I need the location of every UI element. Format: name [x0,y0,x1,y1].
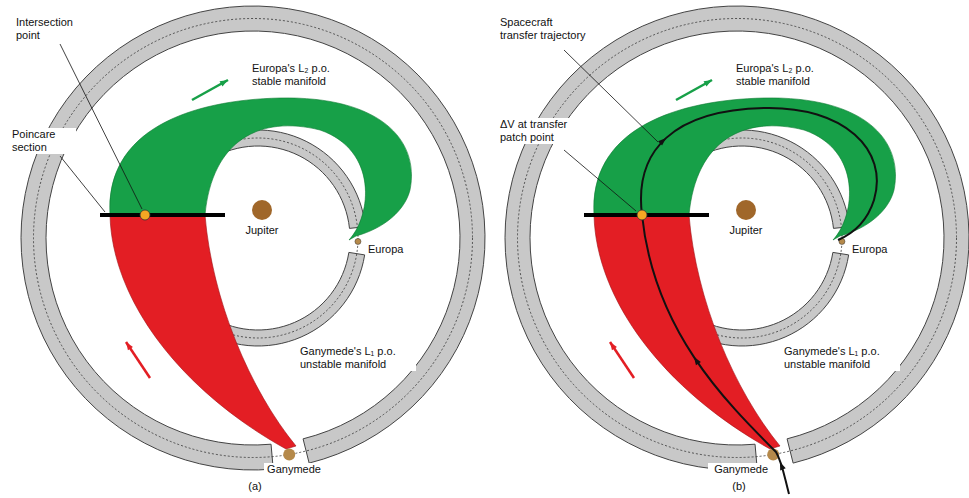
leader-line [60,156,105,212]
panel-label: (a) [238,480,272,493]
callout-label: Poincare section [10,128,76,154]
arrowhead [694,357,701,365]
ganymede-orbit [34,19,473,458]
arrowhead [610,342,617,350]
body-label: Jupiter [232,224,292,237]
flow-arrow [610,342,634,378]
stable-manifold [594,98,896,240]
ganymede-orbit-band [21,6,485,470]
intersection-dot [637,210,647,220]
panel-label: (b) [722,480,756,493]
callout-label: ΔV at transfer patch point [498,118,588,144]
manifold-label: Europa's L₂ p.o. stable manifold [734,62,844,88]
europa-moon [355,238,361,244]
transfer-trajectory [641,108,877,494]
flow-arrow [126,342,150,378]
arrowhead [658,138,666,146]
leader-line [60,44,142,209]
panel [505,6,969,494]
arrowhead [704,80,712,87]
poincare-section [100,213,225,217]
manifold-label: Europa's L₂ p.o. stable manifold [250,62,360,88]
arrowhead [780,462,786,471]
flow-arrow [676,80,712,100]
body-label: Ganymede [708,463,770,476]
callout-label: Spacecraft transfer trajectory [498,16,588,42]
ganymede-orbit-band [505,6,969,470]
unstable-manifold [594,215,780,449]
leader-line [564,150,636,211]
jupiter-disc [252,200,272,220]
body-label: Ganymede [264,463,324,476]
body-label: Europa [850,243,900,256]
arrowhead [126,342,133,350]
unstable-manifold [110,215,296,449]
arrowhead [220,80,228,87]
body-label: Jupiter [716,224,776,237]
flow-arrow [192,80,228,100]
callout-label: Intersection point [14,16,92,42]
ganymede-moon [283,448,295,460]
jupiter-disc [736,200,756,220]
panel [21,6,485,470]
manifold-label: Ganymede's L₁ p.o. unstable manifold [782,345,900,371]
manifold-label: Ganymede's L₁ p.o. unstable manifold [298,345,416,371]
intersection-dot [140,210,150,220]
ganymede-orbit [518,19,957,458]
body-label: Europa [366,243,416,256]
